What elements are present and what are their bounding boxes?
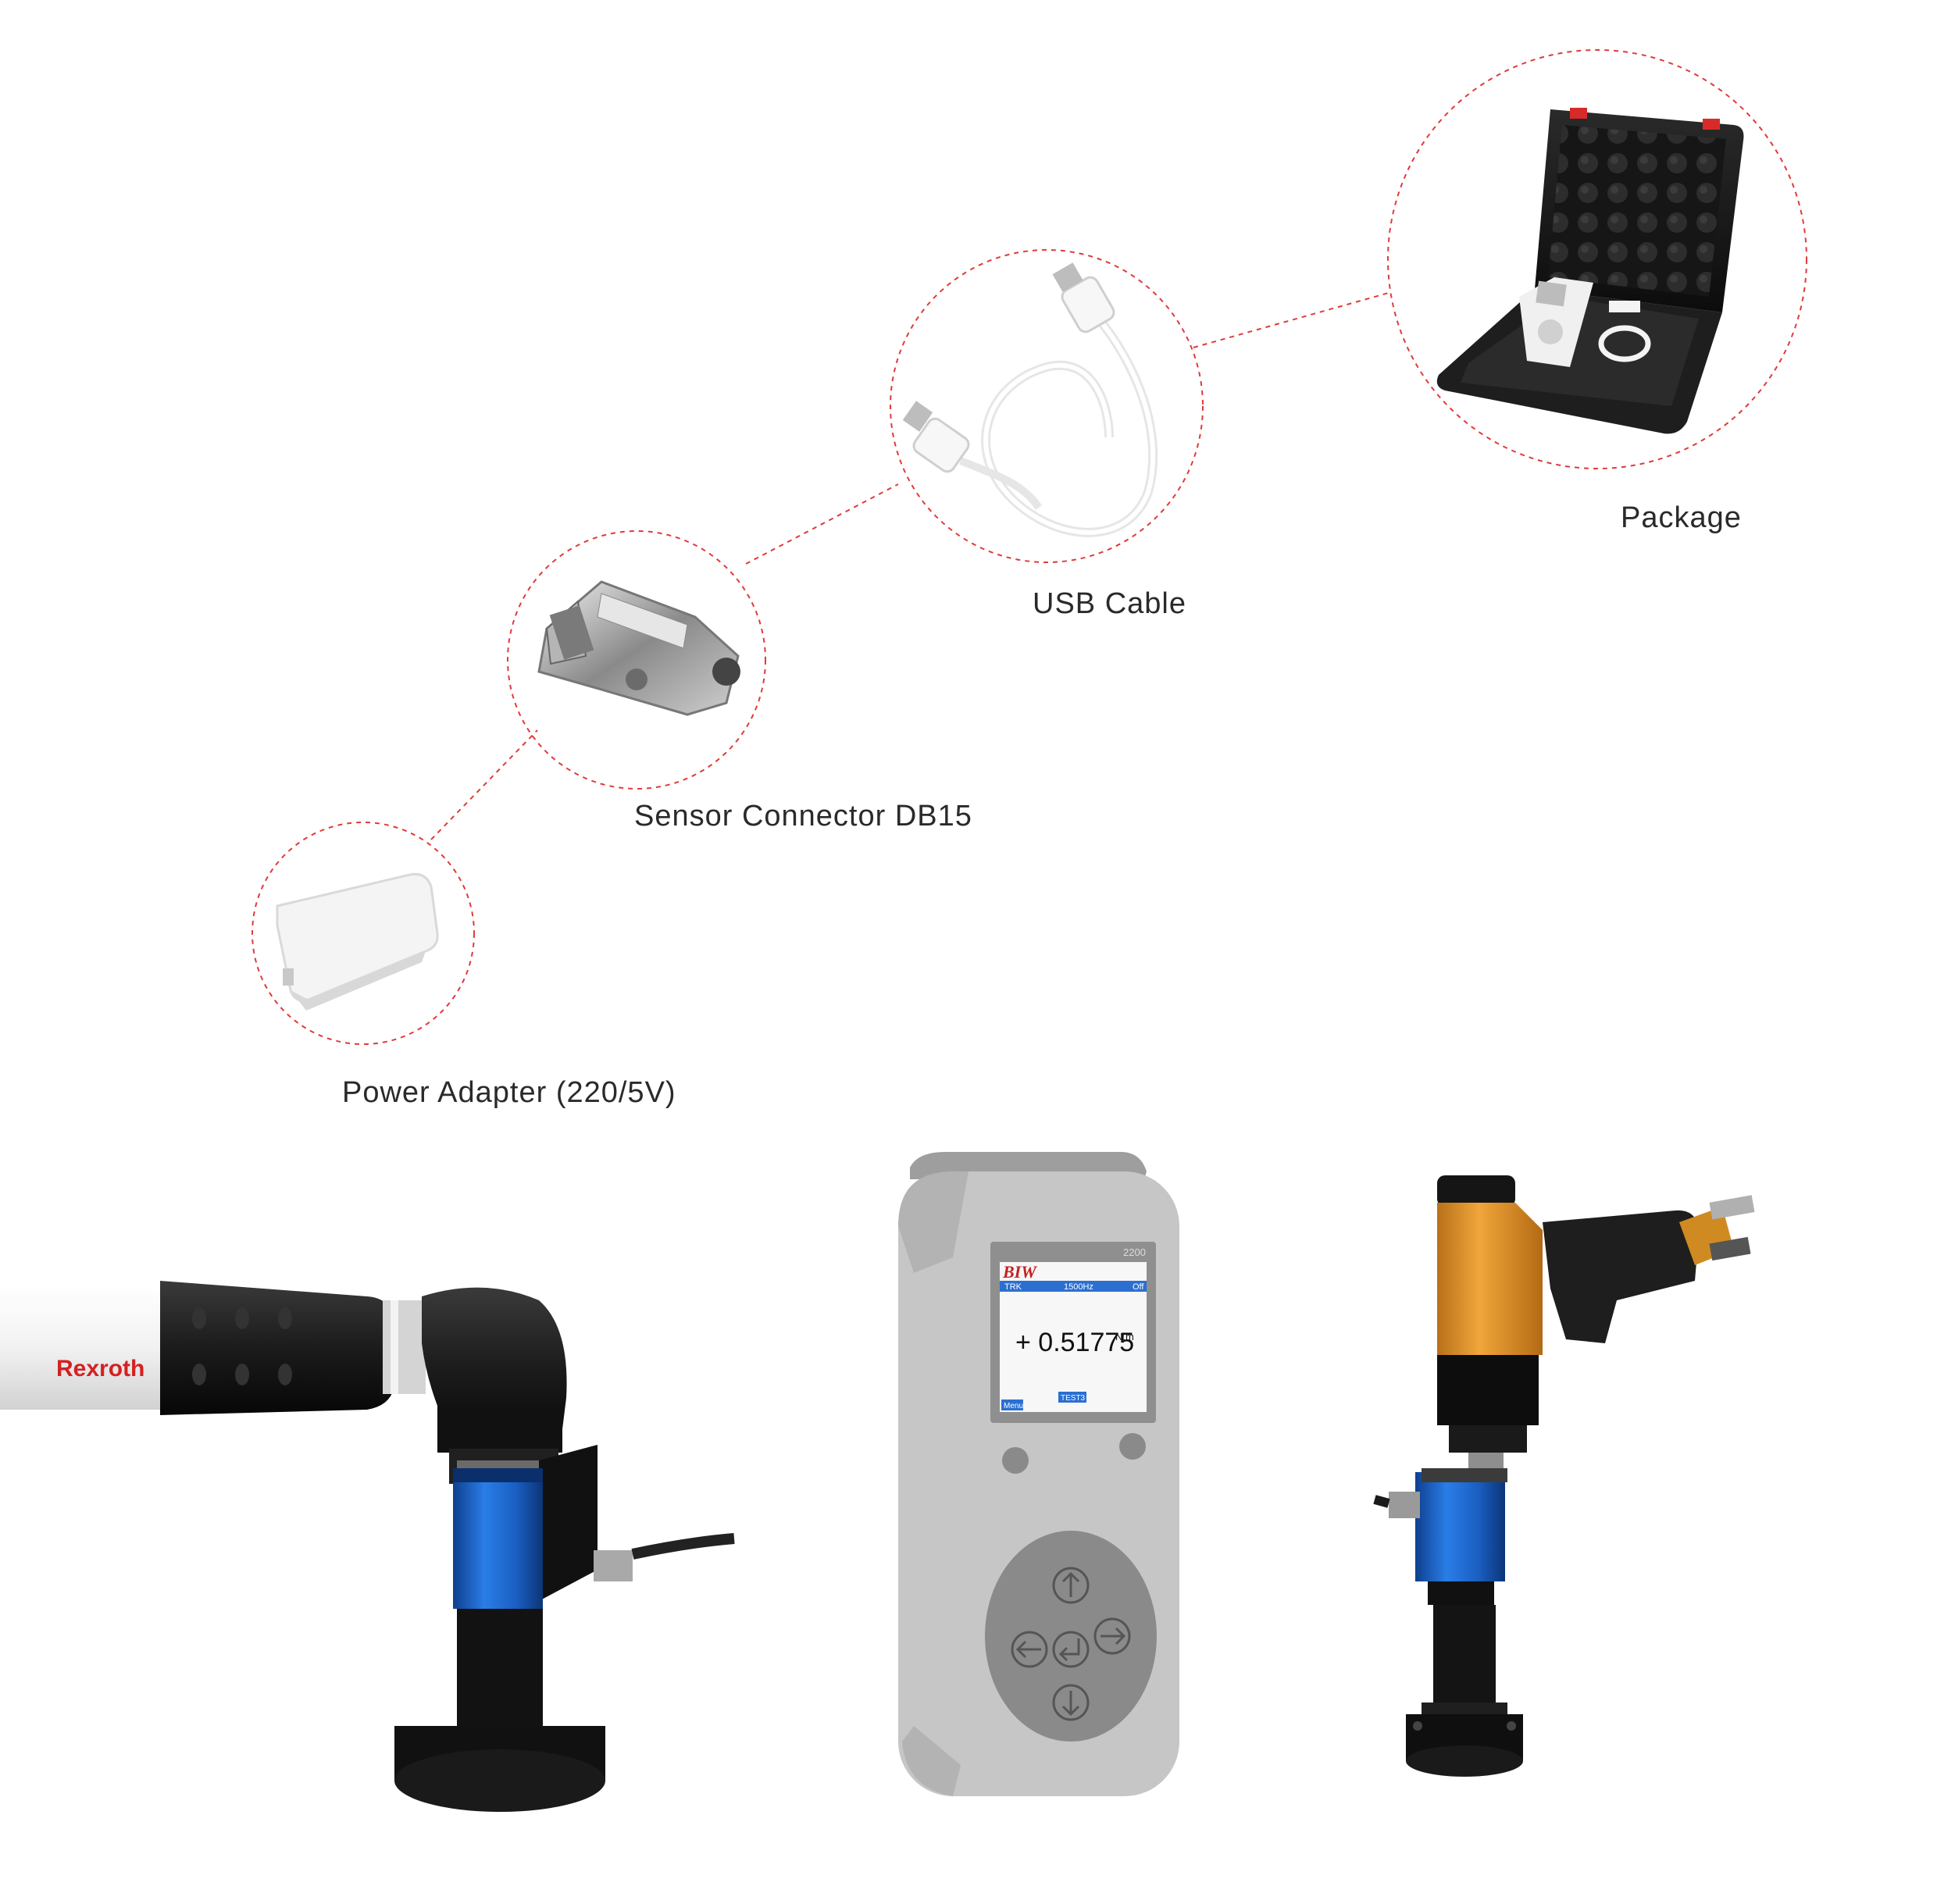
package-circle [1387, 49, 1807, 469]
meter-model: 2200 [1123, 1246, 1146, 1258]
rexroth-tool-image [0, 1281, 735, 1812]
arrow-left-icon [1011, 1631, 1048, 1668]
usb-cable-label: USB Cable [1033, 587, 1186, 620]
meter-softkey-test: TEST3 [1061, 1394, 1086, 1403]
sensor-connector-circle [507, 530, 766, 790]
connector-lines [430, 292, 1389, 840]
power-adapter-image [276, 872, 439, 1011]
accessory-circles [251, 49, 1807, 1045]
usb-cable-circle [890, 249, 1204, 563]
meter-unit: N.m [1115, 1331, 1134, 1342]
meter-reading: + 0.51775 [1015, 1328, 1134, 1357]
arrow-right-icon [1093, 1617, 1131, 1655]
arrow-down-icon [1052, 1684, 1090, 1721]
torque-meter-image [898, 1152, 1179, 1796]
enter-icon [1052, 1631, 1090, 1668]
power-adapter-circle [251, 822, 475, 1045]
package-label: Package [1621, 501, 1742, 534]
rexroth-logo: Rexroth [56, 1356, 144, 1382]
pneumatic-tool-image [1373, 1175, 1755, 1777]
meter-softkey-menu: Menu [1004, 1402, 1023, 1410]
power-adapter-label: Power Adapter (220/5V) [342, 1076, 676, 1109]
package-case-image [1436, 108, 1744, 434]
arrow-up-icon [1052, 1567, 1090, 1604]
db15-connector-image [537, 580, 740, 716]
meter-brand: BIW [1002, 1262, 1037, 1282]
meter-status: Off [1133, 1282, 1144, 1292]
sensor-connector-label: Sensor Connector DB15 [634, 800, 972, 833]
usb-cable-image [902, 262, 1158, 537]
meter-mode: TRK [1004, 1282, 1022, 1292]
meter-frequency: 1500Hz [1064, 1282, 1093, 1292]
